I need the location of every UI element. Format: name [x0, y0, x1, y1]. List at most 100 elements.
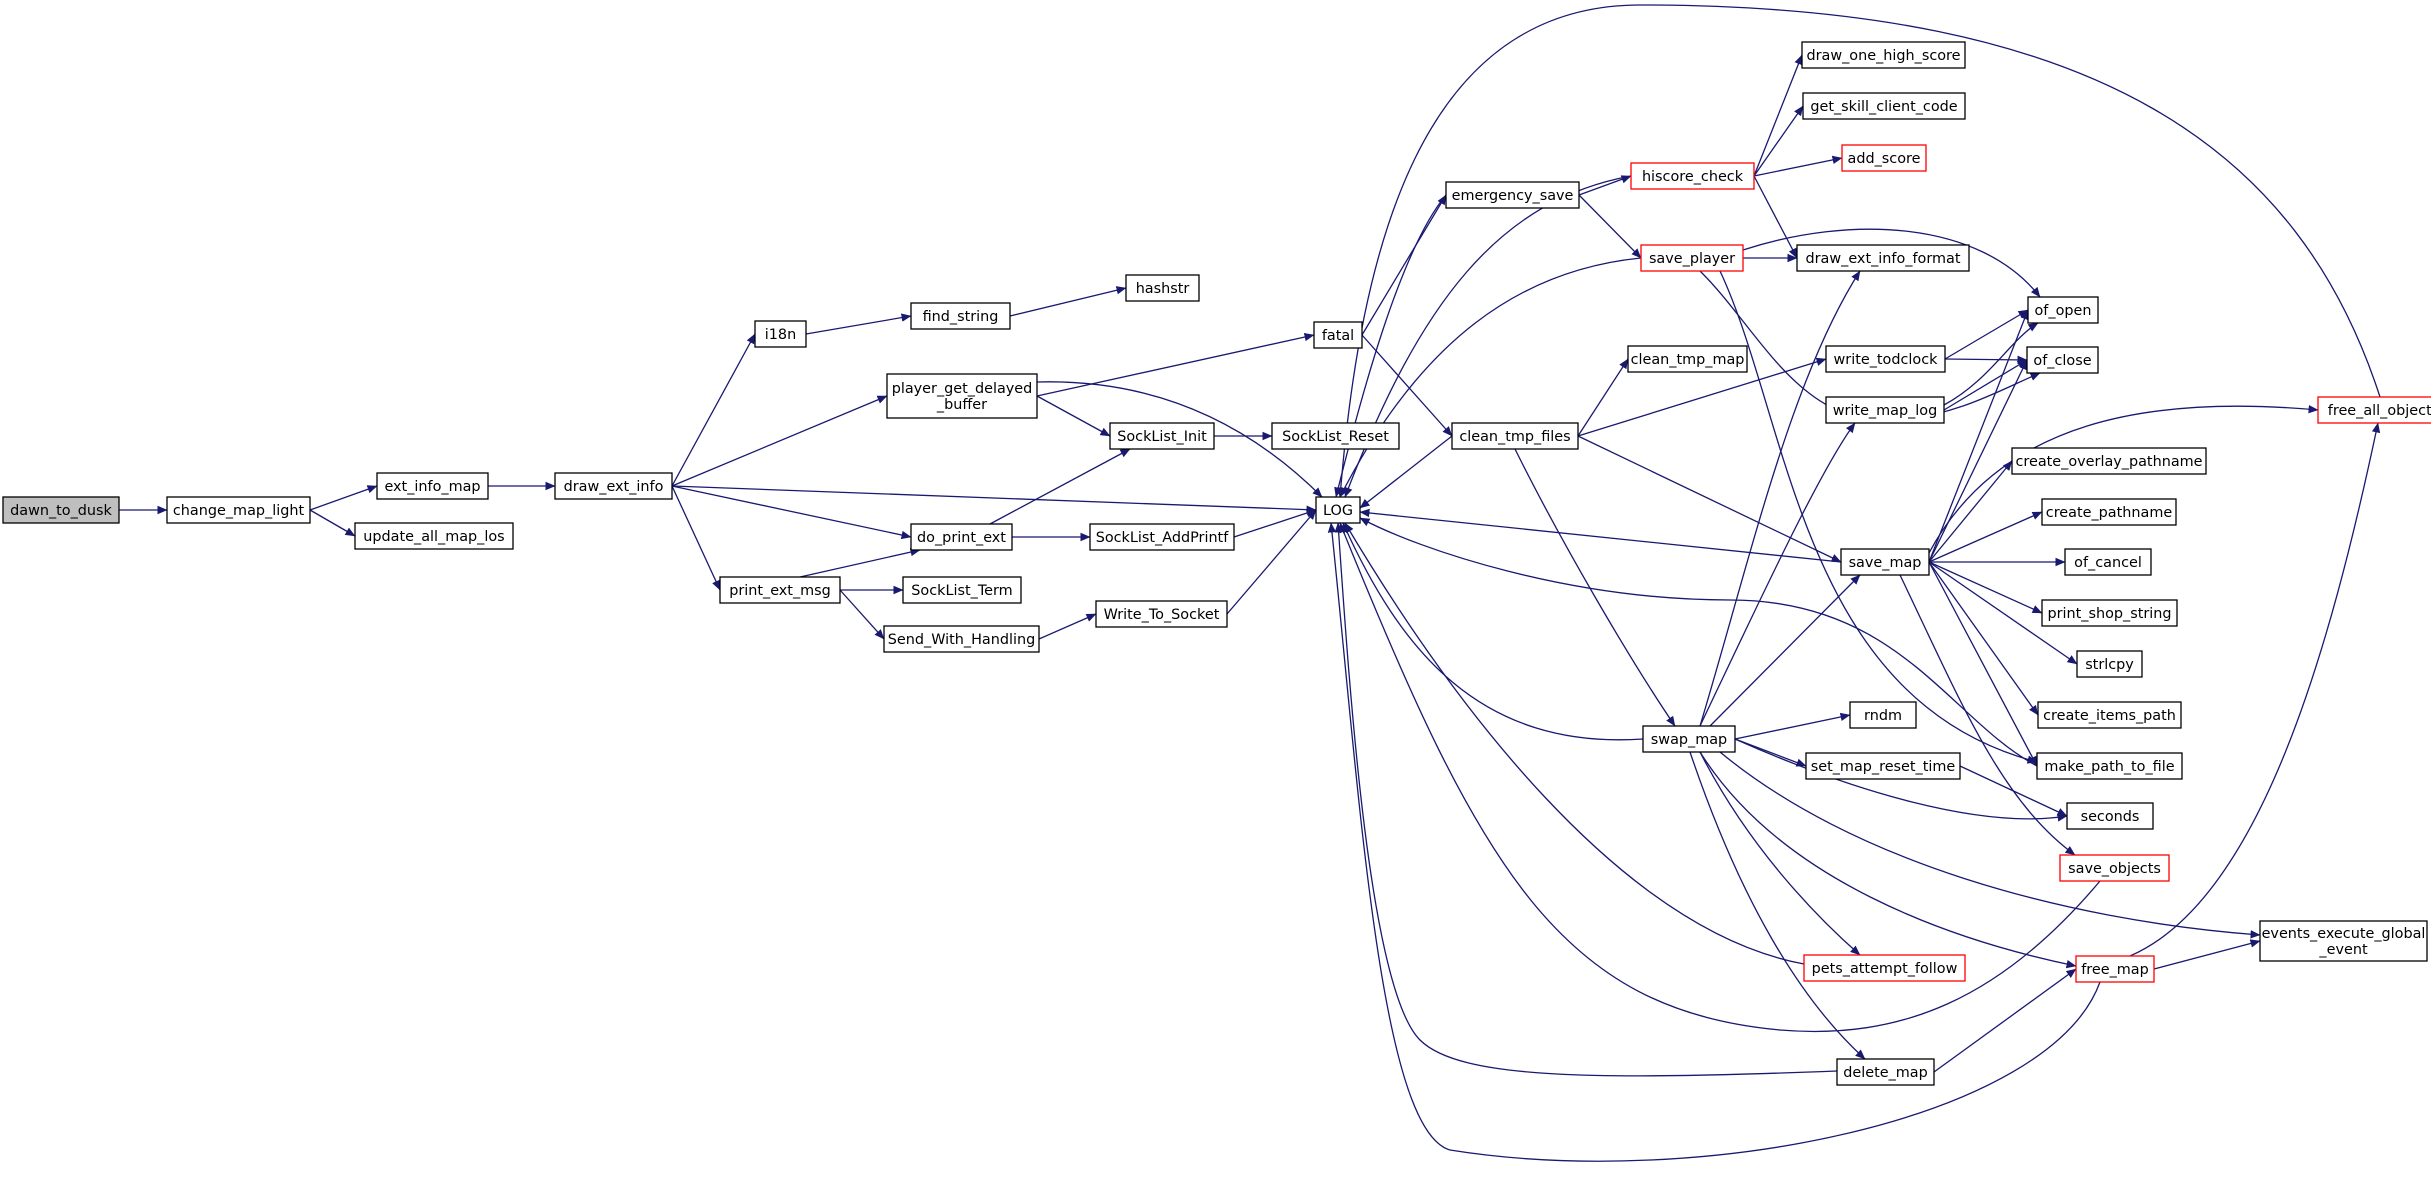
node-rndm[interactable]: rndm [1849, 701, 1917, 729]
node-label: draw_ext_info_format [1806, 251, 1961, 267]
edge-emergency_save-to-LOG [1334, 194, 1447, 498]
edge-hiscore_check-to-LOG [1344, 175, 1632, 498]
node-write_todclock[interactable]: write_todclock [1825, 345, 1946, 373]
node-fatal[interactable]: fatal [1313, 321, 1363, 349]
node-box [2026, 346, 2099, 374]
node-free_all_objects[interactable]: free_all_objects [2317, 396, 2431, 424]
node-label: save_objects [2068, 861, 2161, 877]
node-make_path_to_file[interactable]: make_path_to_file [2036, 752, 2183, 780]
node-box [1089, 523, 1235, 551]
node-box [166, 496, 311, 524]
edge-save_map-to-create_items_path [1928, 561, 2039, 716]
node-save_objects[interactable]: save_objects [2059, 854, 2170, 882]
node-events_execute_global_event[interactable]: events_execute_global_event [2259, 920, 2428, 962]
edge-hiscore_check-to-draw_one_high_score [1753, 54, 1803, 177]
node-pets_attempt_follow[interactable]: pets_attempt_follow [1803, 954, 1966, 982]
node-player_get_delayed_buffer[interactable]: player_get_delayed_buffer [886, 373, 1038, 419]
node-label: Send_With_Handling [888, 632, 1035, 648]
node-label: create_overlay_pathname [2015, 454, 2202, 470]
node-emergency_save[interactable]: emergency_save [1445, 181, 1580, 209]
edge-save_map-to-save_objects [1899, 574, 2076, 856]
node-box [1840, 548, 1930, 576]
node-draw_ext_info_format[interactable]: draw_ext_info_format [1796, 244, 1970, 272]
node-Send_With_Handling[interactable]: Send_With_Handling [883, 625, 1040, 653]
node-SockList_Reset[interactable]: SockList_Reset [1271, 422, 1400, 450]
node-hashstr[interactable]: hashstr [1125, 274, 1200, 302]
edge-free_all_objects-to-LOG [1336, 4, 2381, 498]
node-hiscore_check[interactable]: hiscore_check [1630, 162, 1755, 190]
node-label: save_player [1649, 251, 1735, 267]
node-dawn_to_dusk[interactable]: dawn_to_dusk [2, 496, 120, 524]
node-of_cancel[interactable]: of_cancel [2064, 548, 2152, 576]
node-box [2011, 447, 2207, 475]
node-box [1825, 345, 1946, 373]
node-print_shop_string[interactable]: print_shop_string [2041, 599, 2178, 627]
edge-delete_map-to-free_map [1933, 968, 2077, 1073]
edge-free_map-to-free_all_objects [2129, 422, 2381, 957]
node-set_map_reset_time[interactable]: set_map_reset_time [1805, 752, 1961, 780]
edge-change_map_light-to-ext_info_map [309, 485, 378, 511]
edge-clean_tmp_files-to-clean_tmp_map [1577, 358, 1629, 437]
edge-free_map-to-events_execute_global_event [2153, 939, 2261, 970]
edge-emergency_save-to-save_player [1578, 194, 1642, 259]
node-label: rndm [1864, 708, 1902, 724]
node-draw_one_high_score[interactable]: draw_one_high_score [1801, 41, 1966, 69]
node-save_map[interactable]: save_map [1840, 548, 1930, 576]
node-label: make_path_to_file [2044, 759, 2174, 775]
node-label: change_map_light [173, 503, 305, 519]
edge-swap_map-to-rndm [1734, 712, 1851, 740]
node-SockList_AddPrintf[interactable]: SockList_AddPrintf [1089, 523, 1235, 551]
edge-print_ext_msg-to-do_print_ext [799, 547, 921, 578]
node-swap_map[interactable]: swap_map [1642, 725, 1736, 753]
node-save_player[interactable]: save_player [1640, 244, 1744, 272]
node-i18n[interactable]: i18n [754, 320, 807, 348]
node-box [1640, 244, 1744, 272]
edge-swap_map-to-seconds [1734, 738, 2068, 822]
node-write_map_log[interactable]: write_map_log [1825, 396, 1945, 424]
node-label: create_items_path [2043, 708, 2176, 724]
node-box [1803, 954, 1966, 982]
node-ext_info_map[interactable]: ext_info_map [376, 472, 489, 500]
edge-save_map-to-strlcpy [1928, 561, 2078, 665]
node-change_map_light[interactable]: change_map_light [166, 496, 311, 524]
node-delete_map[interactable]: delete_map [1836, 1058, 1935, 1086]
edge-draw_ext_info-to-print_ext_msg [671, 485, 721, 591]
node-update_all_map_los[interactable]: update_all_map_los [354, 522, 514, 550]
edge-delete_map-to-LOG [1334, 522, 1838, 1077]
node-Write_To_Socket[interactable]: Write_To_Socket [1095, 600, 1228, 628]
node-label: set_map_reset_time [1811, 759, 1956, 775]
node-get_skill_client_code[interactable]: get_skill_client_code [1802, 92, 1966, 120]
node-of_open[interactable]: of_open [2027, 296, 2099, 324]
node-label: delete_map [1843, 1065, 1928, 1081]
node-SockList_Term[interactable]: SockList_Term [902, 576, 1022, 604]
node-find_string[interactable]: find_string [910, 302, 1011, 330]
node-draw_ext_info[interactable]: draw_ext_info [554, 472, 673, 500]
node-create_items_path[interactable]: create_items_path [2037, 701, 2182, 729]
node-box [2259, 920, 2428, 962]
edge-change_map_light-to-update_all_map_los [309, 509, 356, 537]
node-LOG[interactable]: LOG [1315, 496, 1361, 524]
node-label: strlcpy [2085, 657, 2134, 673]
node-free_map[interactable]: free_map [2075, 955, 2155, 983]
edge-write_map_log-to-of_close [1943, 359, 2028, 411]
node-print_ext_msg[interactable]: print_ext_msg [719, 576, 841, 604]
node-SockList_Init[interactable]: SockList_Init [1109, 422, 1215, 450]
edge-clean_tmp_files-to-save_map [1577, 435, 1842, 563]
node-box [2076, 650, 2143, 678]
node-label: i18n [765, 327, 796, 343]
node-seconds[interactable]: seconds [2066, 802, 2154, 830]
node-do_print_ext[interactable]: do_print_ext [910, 523, 1013, 551]
node-of_close[interactable]: of_close [2026, 346, 2099, 374]
node-clean_tmp_files[interactable]: clean_tmp_files [1451, 422, 1579, 450]
node-label: hashstr [1136, 281, 1190, 297]
node-strlcpy[interactable]: strlcpy [2076, 650, 2143, 678]
edge-write_todclock-to-of_close [1944, 355, 2028, 365]
node-create_pathname[interactable]: create_pathname [2041, 498, 2177, 526]
node-label: clean_tmp_files [1459, 429, 1570, 445]
node-clean_tmp_map[interactable]: clean_tmp_map [1627, 345, 1748, 373]
node-box [883, 625, 1040, 653]
node-box [2027, 296, 2099, 324]
node-create_overlay_pathname[interactable]: create_overlay_pathname [2011, 447, 2207, 475]
node-box [2, 496, 120, 524]
node-add_score[interactable]: add_score [1841, 144, 1927, 172]
